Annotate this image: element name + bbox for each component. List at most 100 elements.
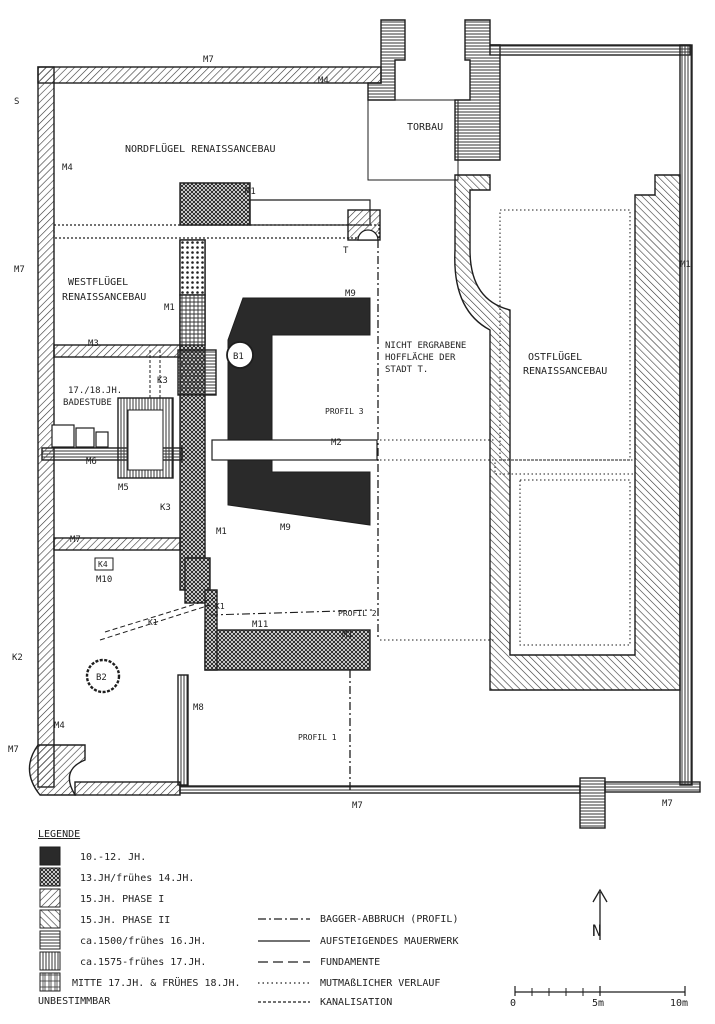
east-outer-wall (679, 44, 693, 786)
label-ostfluegel-2: RENAISSANCEBAU (523, 366, 607, 377)
wall-label: M7 (14, 265, 25, 275)
wall-label: M7 (8, 745, 19, 755)
wall-label: PROFIL 1 (298, 733, 337, 742)
torbau-west-wall (367, 19, 406, 101)
legend-period-label: 15.JH. PHASE I (80, 894, 164, 905)
west-m8-wall (177, 674, 189, 786)
bath-tub-2 (75, 427, 95, 448)
wall-label: M4 (318, 76, 329, 86)
m1-courtyard-south (204, 629, 371, 671)
scale-bar (514, 986, 686, 996)
k1-drain-line (99, 604, 211, 641)
label-nordfluegel: NORDFLÜGEL RENAISSANCEBAU (125, 142, 276, 155)
north-outer-wall (37, 66, 382, 84)
legend-period-label: ca.1500/frühes 16.JH. (80, 936, 206, 947)
wall-label: B1 (233, 352, 244, 362)
legend-swatch-17-18 (39, 972, 61, 992)
east-wing-room-1 (499, 209, 631, 461)
wall-label: K3 (160, 503, 171, 513)
legend-swatch-1500 (39, 930, 61, 950)
m2-wall (211, 439, 378, 461)
wall-label: M7 (352, 801, 363, 811)
south-gate-pier (579, 777, 606, 829)
profil-2-line (209, 609, 373, 616)
wall-label: M7 (662, 799, 673, 809)
legend-line-label: AUFSTEIGENDES MAUERWERK (320, 936, 458, 947)
west-wing-m3 (53, 344, 181, 358)
north-wing-inner-wall (53, 224, 380, 239)
k3-drain (149, 350, 161, 400)
label-torbau: TORBAU (407, 122, 443, 133)
wall-label: M4 (54, 721, 65, 731)
b2-well-circle (85, 658, 121, 694)
wall-label: M8 (193, 703, 204, 713)
east-wing-room-2 (519, 479, 631, 646)
label-hof-2: HOFFLÄCHE DER (385, 352, 456, 363)
wall-label: M10 (96, 575, 112, 585)
label-ostfluegel-1: OSTFLÜGEL (528, 350, 582, 363)
legend-period-label: MITTE 17.JH. & FRÜHES 18.JH. (72, 976, 241, 989)
west-m1-cross-mid (179, 294, 206, 346)
m10-fragment (94, 557, 114, 571)
wall-label: K1 (148, 618, 158, 627)
legend-period-label: 10.-12. JH. (80, 852, 146, 863)
north-m1-wall (179, 182, 251, 226)
wall-label: M1 (680, 260, 691, 270)
label-westfluegel-2: RENAISSANCEBAU (62, 292, 146, 303)
legend-period-label: 15.JH. PHASE II (80, 915, 170, 926)
wall-label: M6 (86, 457, 97, 467)
legend-swatch-1575 (39, 951, 61, 971)
b1-well-circle (226, 341, 254, 369)
k1-drain-line-2 (104, 597, 216, 633)
wall-label: M7 (203, 55, 214, 65)
wall-label: M1 (164, 303, 175, 313)
well-t (357, 229, 379, 241)
label-hof-1: NICHT ERGRABENE (385, 341, 466, 351)
west-wing-m7-mid (53, 537, 181, 551)
legend-line-label: BAGGER-ABBRUCH (PROFIL) (320, 914, 458, 925)
legend-swatch-10-12 (39, 846, 61, 866)
wall-label: M1 (216, 527, 227, 537)
east-wing-room-3 (494, 459, 636, 475)
label-badestube-2: BADESTUBE (63, 398, 112, 408)
wall-label: M11 (252, 620, 268, 630)
wall-label: PROFIL 3 (325, 407, 364, 416)
legend-period-label: ca.1575-frühes 17.JH. (80, 957, 206, 968)
north-arrow-icon (592, 888, 608, 940)
wall-label: M1 (342, 630, 353, 640)
label-hof-3: STADT T. (385, 365, 428, 375)
wall-label: M4 (62, 163, 73, 173)
wall-label: M1 (245, 187, 256, 197)
west-m1-dotted (179, 239, 206, 296)
wall-label: B2 (96, 673, 107, 683)
scale-tick-label: 5m (592, 998, 604, 1009)
torbau-north-front (489, 44, 691, 56)
k3-structure (177, 349, 217, 396)
legend-line-label: MUTMAßLICHER VERLAUF (320, 978, 440, 989)
south-wall-west (74, 781, 181, 796)
north-arrow-label: N (592, 921, 602, 940)
torbau-east-wall (454, 19, 501, 161)
wall-label: K1 (215, 602, 225, 611)
torbau-inner-line (367, 99, 459, 181)
legend-swatch-15-2 (39, 909, 61, 929)
badestube-room (127, 409, 164, 471)
legend-period-label: 13.JH/frühes 14.JH. (80, 873, 194, 884)
south-wall-long (179, 785, 581, 794)
scale-tick-label: 0 (510, 998, 516, 1009)
wall-label: M9 (345, 289, 356, 299)
east-wing-walls (454, 174, 681, 691)
wall-label: M5 (118, 483, 129, 493)
m1-courtyard-west (204, 589, 218, 671)
legend-title: LEGENDE (38, 829, 80, 840)
label-westfluegel-1: WESTFLÜGEL (68, 275, 128, 288)
wall-label: PROFIL 2 (338, 609, 377, 618)
wall-label: K4 (98, 560, 108, 569)
wall-label: S (14, 97, 19, 107)
legend-period-label: UNBESTIMMBAR (38, 996, 111, 1007)
wall-label: M7 (70, 535, 81, 545)
legend-swatch-15-1 (39, 888, 61, 908)
label-badestube-1: 17./18.JH. (68, 386, 122, 396)
scale-tick-label: 10m (670, 998, 688, 1009)
